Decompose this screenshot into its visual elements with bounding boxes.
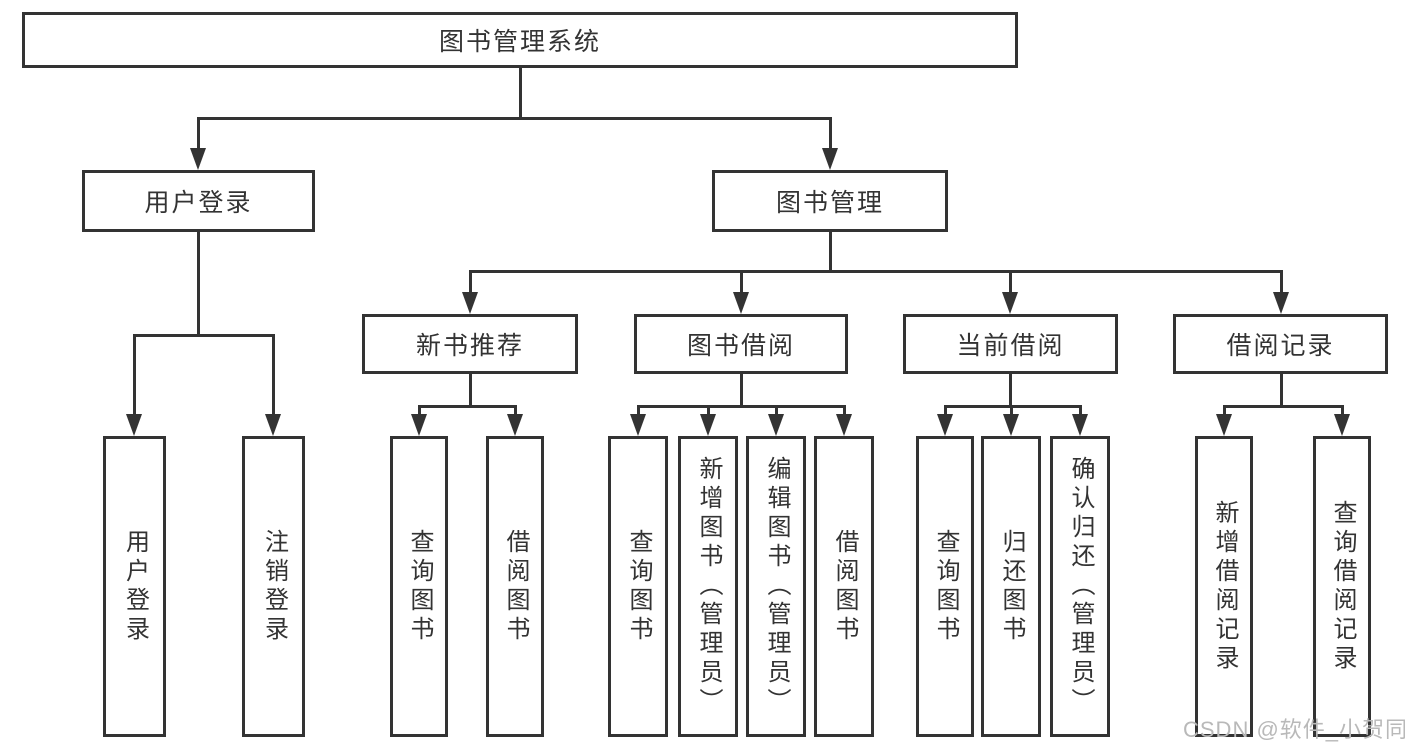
connector-line bbox=[519, 68, 522, 119]
arrowhead-down-icon bbox=[630, 414, 646, 436]
node-user-login: 用户登录 bbox=[82, 170, 315, 232]
connector-line bbox=[418, 405, 517, 408]
arrowhead-down-icon bbox=[411, 414, 427, 436]
node-confirm-return-admin: 确认归还（管理员） bbox=[1050, 436, 1110, 737]
arrowhead-down-icon bbox=[1273, 292, 1289, 314]
node-borrow-book: 借阅图书 bbox=[814, 436, 874, 737]
connector-line bbox=[469, 374, 472, 407]
connector-line bbox=[133, 334, 274, 337]
arrowhead-down-icon bbox=[1003, 414, 1019, 436]
connector-line bbox=[1341, 405, 1344, 417]
node-new-book-recommend: 新书推荐 bbox=[362, 314, 578, 374]
connector-line bbox=[637, 405, 640, 417]
connector-line bbox=[469, 270, 1283, 273]
connector-line bbox=[197, 117, 200, 151]
arrowhead-down-icon bbox=[462, 292, 478, 314]
connector-line bbox=[740, 374, 743, 407]
connector-line bbox=[133, 334, 136, 416]
connector-line bbox=[197, 232, 200, 336]
arrowhead-down-icon bbox=[265, 414, 281, 436]
connector-line bbox=[418, 405, 421, 417]
arrowhead-down-icon bbox=[700, 414, 716, 436]
connector-line bbox=[775, 405, 778, 417]
connector-line bbox=[829, 232, 832, 273]
connector-line bbox=[1009, 270, 1012, 294]
arrowhead-down-icon bbox=[768, 414, 784, 436]
connector-line bbox=[637, 405, 846, 408]
arrowhead-down-icon bbox=[1216, 414, 1232, 436]
node-query-borrow-record: 查询借阅记录 bbox=[1313, 436, 1371, 737]
node-query-books: 查询图书 bbox=[390, 436, 448, 737]
node-edit-book-admin: 编辑图书（管理员） bbox=[746, 436, 806, 737]
connector-line bbox=[514, 405, 517, 417]
csdn-watermark: CSDN @软件_小贺同学 bbox=[1183, 717, 1405, 742]
node-borrow-records: 借阅记录 bbox=[1173, 314, 1388, 374]
node-add-book-admin: 新增图书（管理员） bbox=[678, 436, 738, 737]
arrowhead-down-icon bbox=[507, 414, 523, 436]
node-logout: 注销登录 bbox=[242, 436, 305, 737]
connector-line bbox=[1223, 405, 1226, 417]
connector-line bbox=[1079, 405, 1082, 417]
connector-line bbox=[944, 405, 1082, 408]
connector-line bbox=[272, 334, 275, 416]
arrowhead-down-icon bbox=[1002, 292, 1018, 314]
connector-line bbox=[1280, 374, 1283, 407]
connector-line bbox=[1010, 405, 1013, 417]
connector-line bbox=[1223, 405, 1344, 408]
connector-line bbox=[469, 270, 472, 294]
connector-line bbox=[843, 405, 846, 417]
node-add-borrow-record: 新增借阅记录 bbox=[1195, 436, 1253, 737]
arrowhead-down-icon bbox=[836, 414, 852, 436]
arrowhead-down-icon bbox=[1334, 414, 1350, 436]
node-book-management: 图书管理 bbox=[712, 170, 948, 232]
arrowhead-down-icon bbox=[1072, 414, 1088, 436]
node-query-books: 查询图书 bbox=[608, 436, 668, 737]
arrowhead-down-icon bbox=[190, 148, 206, 170]
connector-line bbox=[197, 117, 832, 120]
node-user-login-leaf: 用户登录 bbox=[103, 436, 166, 737]
node-book-borrow: 图书借阅 bbox=[634, 314, 848, 374]
connector-line bbox=[1009, 374, 1012, 407]
node-borrow-book: 借阅图书 bbox=[486, 436, 544, 737]
connector-line bbox=[1280, 270, 1283, 294]
node-current-borrow: 当前借阅 bbox=[903, 314, 1118, 374]
arrowhead-down-icon bbox=[822, 148, 838, 170]
connector-line bbox=[944, 405, 947, 417]
arrowhead-down-icon bbox=[937, 414, 953, 436]
connector-line bbox=[829, 117, 832, 151]
connector-line bbox=[740, 270, 743, 294]
arrowhead-down-icon bbox=[733, 292, 749, 314]
node-library-system: 图书管理系统 bbox=[22, 12, 1018, 68]
arrowhead-down-icon bbox=[126, 414, 142, 436]
node-return-book: 归还图书 bbox=[981, 436, 1041, 737]
node-query-books: 查询图书 bbox=[916, 436, 974, 737]
connector-line bbox=[707, 405, 710, 417]
